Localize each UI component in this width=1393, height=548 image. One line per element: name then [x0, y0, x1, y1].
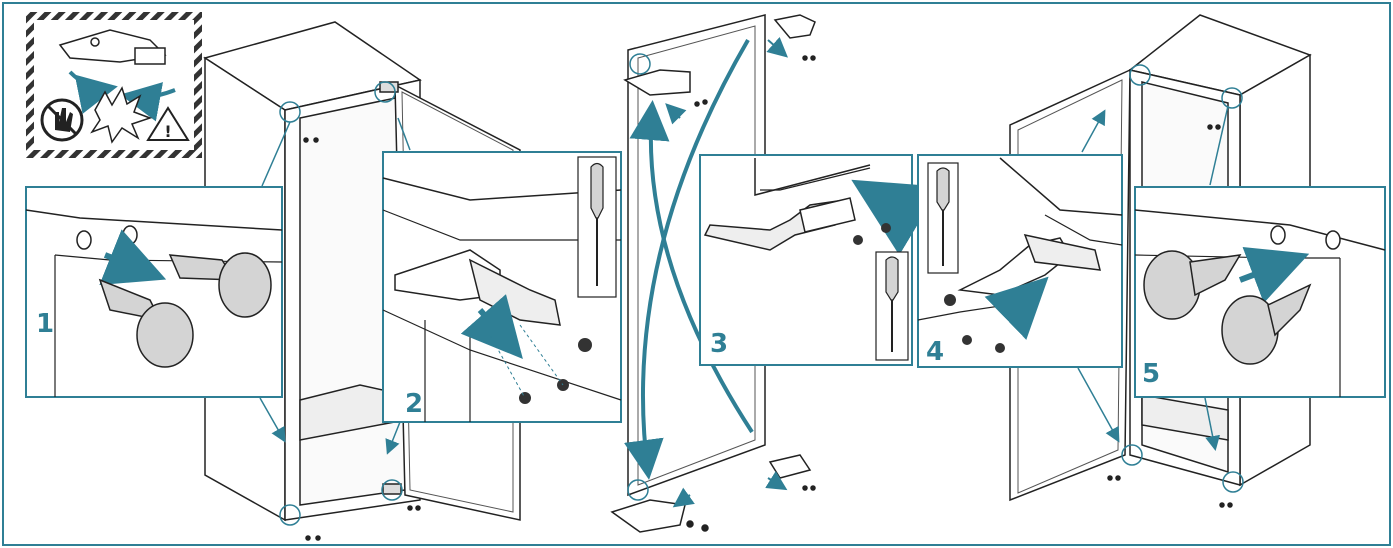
warning-triangle-icon: !: [146, 106, 190, 141]
cover-cap: [136, 302, 194, 368]
hinge-icon: [58, 29, 167, 65]
warning-box: !: [26, 12, 202, 158]
step-2-number: 2: [405, 389, 423, 419]
screwdriver-icon: [577, 156, 617, 298]
step-1-number: 1: [36, 309, 54, 339]
screwdriver-icon: [927, 162, 959, 274]
step-3-number: 3: [710, 329, 728, 359]
cover-cap: [218, 252, 272, 318]
warning-exclamation: !: [164, 122, 171, 141]
step-3-panel: 3: [699, 154, 941, 366]
step-4-panel: 4: [917, 154, 1123, 368]
step-4-number: 4: [926, 337, 944, 367]
hand-no-touch-icon: [40, 98, 84, 142]
step-1-panel: 1: [25, 186, 283, 398]
screwdriver-icon: [875, 251, 909, 361]
step-5-panel: 5: [1134, 186, 1386, 398]
step-5-number: 5: [1142, 359, 1160, 389]
step-2-panel: 2: [382, 151, 622, 423]
